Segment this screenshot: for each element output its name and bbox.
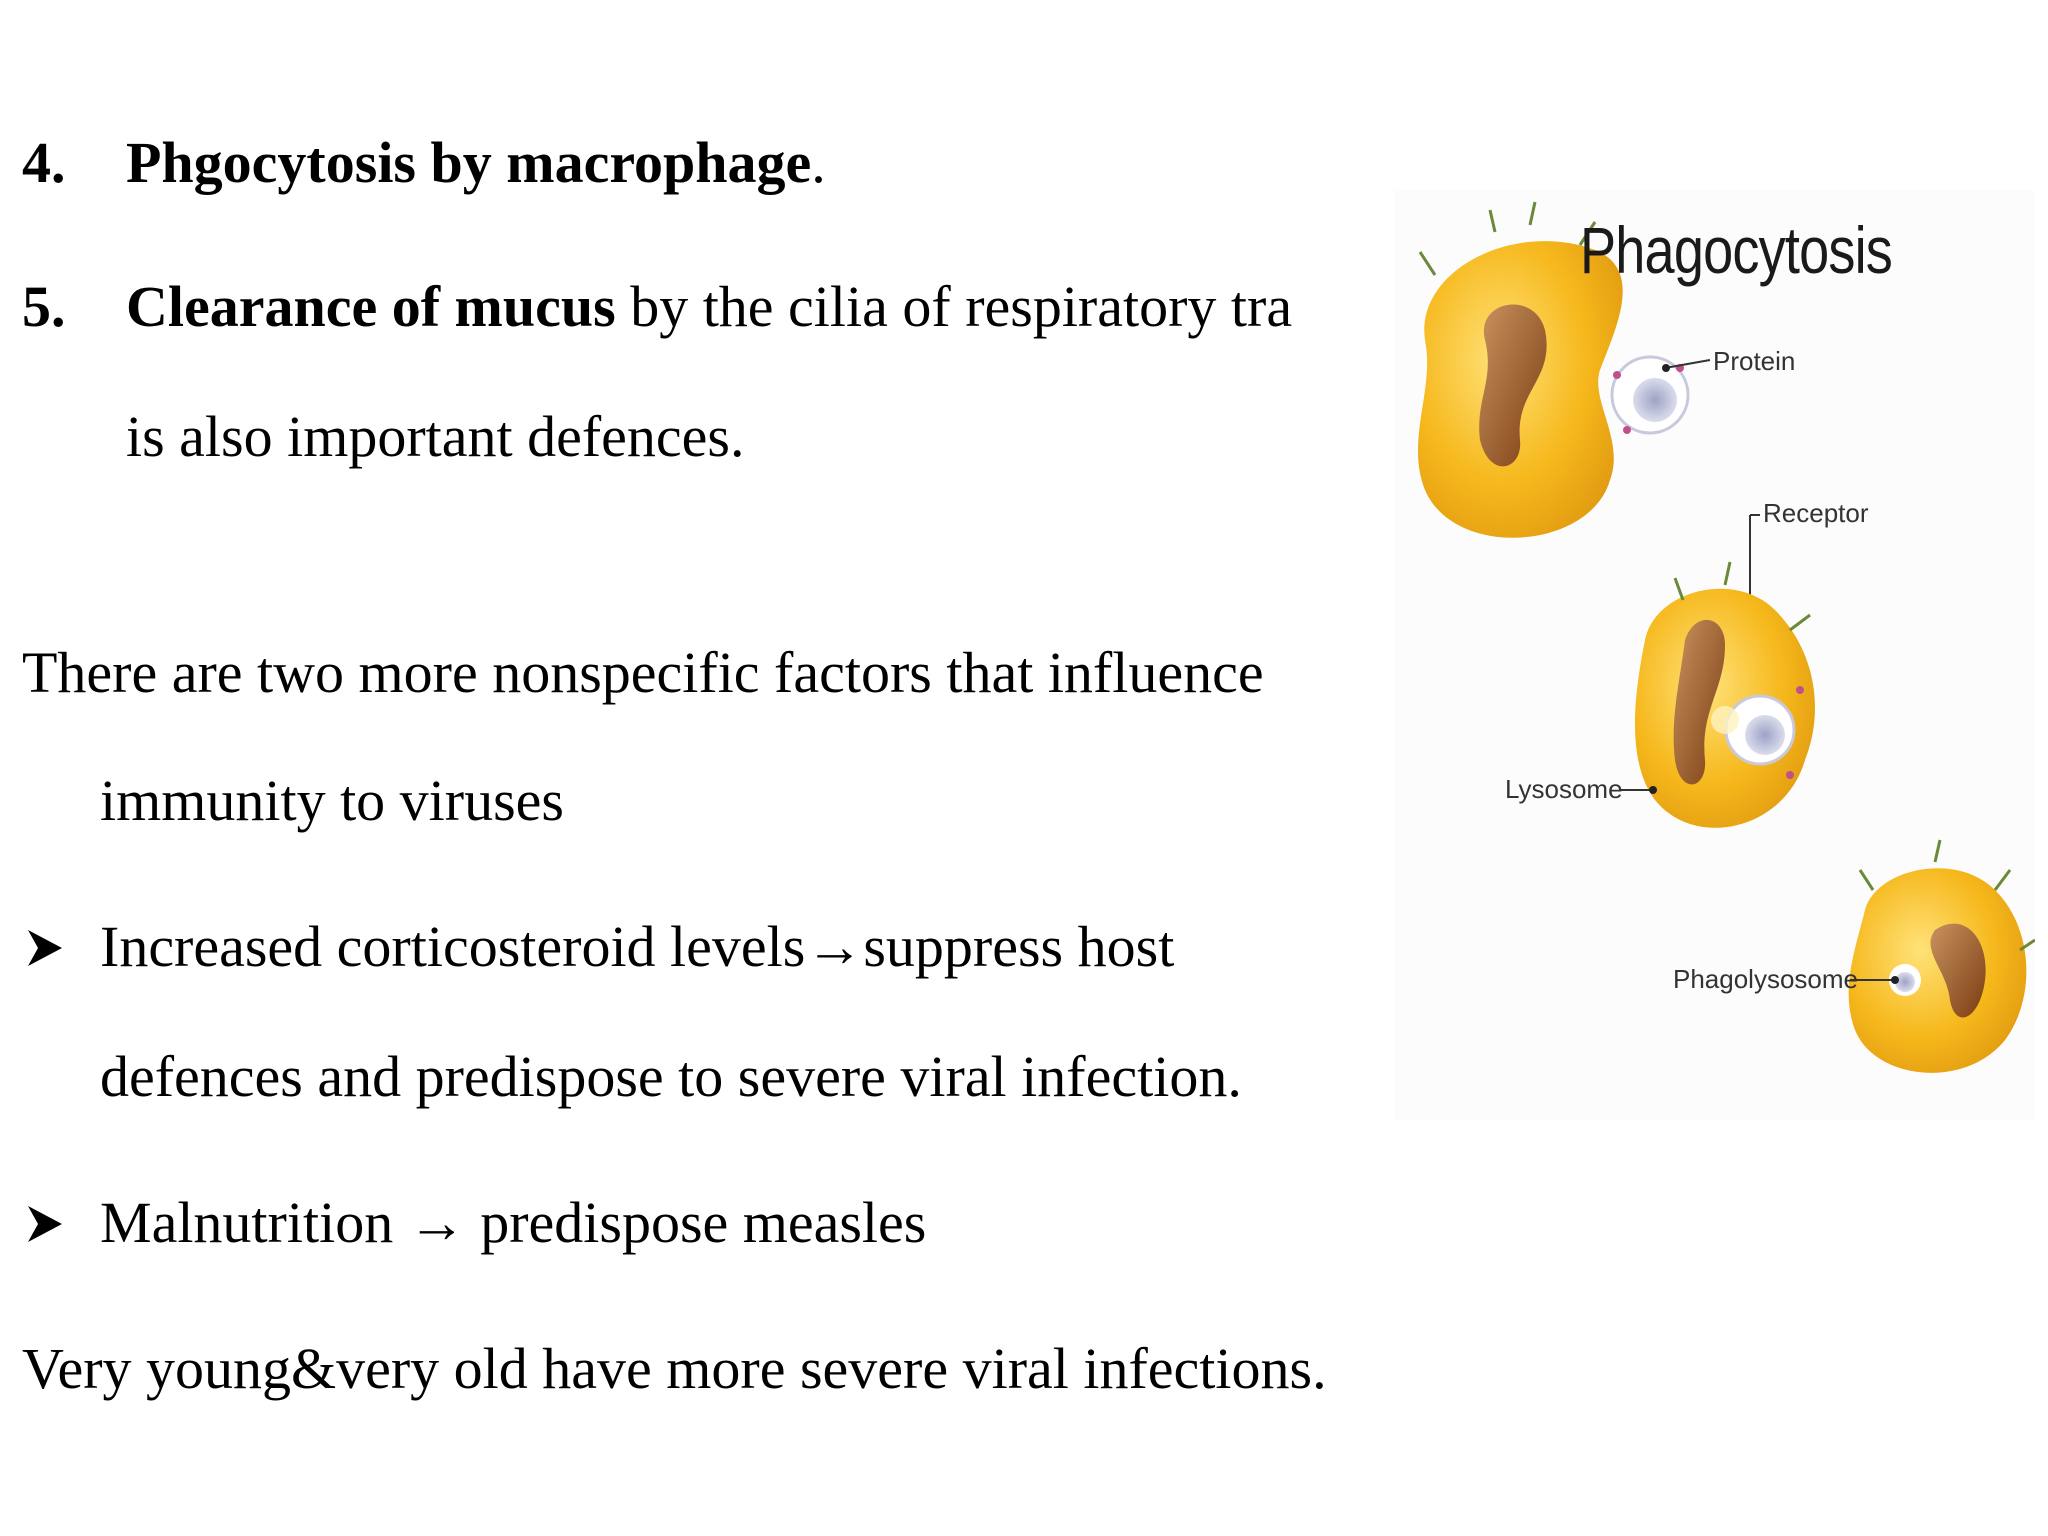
item-5-text: Clearance of mucus by the cilia of respi… bbox=[126, 278, 1396, 348]
label-protein: Protein bbox=[1713, 346, 1795, 376]
paragraph-line-1: There are two more nonspecific factors t… bbox=[22, 640, 1264, 705]
macrophage-cell-2 bbox=[1635, 561, 1815, 828]
item-5-rest: by the cilia of respiratory tra bbox=[615, 278, 1293, 339]
bullet-2-line-1: Malnutrition → predispose measles bbox=[100, 1190, 927, 1255]
macrophage-cell-3 bbox=[1848, 839, 2035, 1073]
arrow-bullet-icon bbox=[26, 1204, 64, 1249]
bullet-1-line-2: defences and predispose to severe viral … bbox=[100, 1044, 1242, 1109]
label-receptor: Receptor bbox=[1763, 498, 1869, 528]
figure-title: Phagocytosis bbox=[1580, 213, 1893, 287]
paragraph-line-2: immunity to viruses bbox=[100, 768, 564, 833]
macrophage-cell-1 bbox=[1417, 201, 1623, 538]
label-lysosome: Lysosome bbox=[1505, 774, 1623, 804]
item-4-rest: . bbox=[811, 130, 826, 195]
pathogen-particle-1 bbox=[1610, 355, 1690, 435]
bullet-1-line-1: Increased corticosteroid levels→suppress… bbox=[100, 914, 1175, 979]
item-5-number: 5. bbox=[22, 274, 66, 339]
closing-line: Very young&very old have more severe vir… bbox=[22, 1336, 1327, 1401]
item-5-bold: Clearance of mucus bbox=[126, 278, 616, 339]
item-5-continuation: is also important defences. bbox=[126, 404, 745, 469]
label-phagolysosome: Phagolysosome bbox=[1673, 964, 1858, 994]
item-4-number: 4. bbox=[22, 130, 66, 195]
arrow-bullet-icon bbox=[26, 928, 64, 973]
item-4-bold: Phgocytosis by macrophage bbox=[126, 130, 812, 195]
phagocytosis-diagram: Protein Receptor Lysosome bbox=[1395, 190, 2035, 1120]
item-4-text: Phgocytosis by macrophage. bbox=[126, 134, 826, 192]
